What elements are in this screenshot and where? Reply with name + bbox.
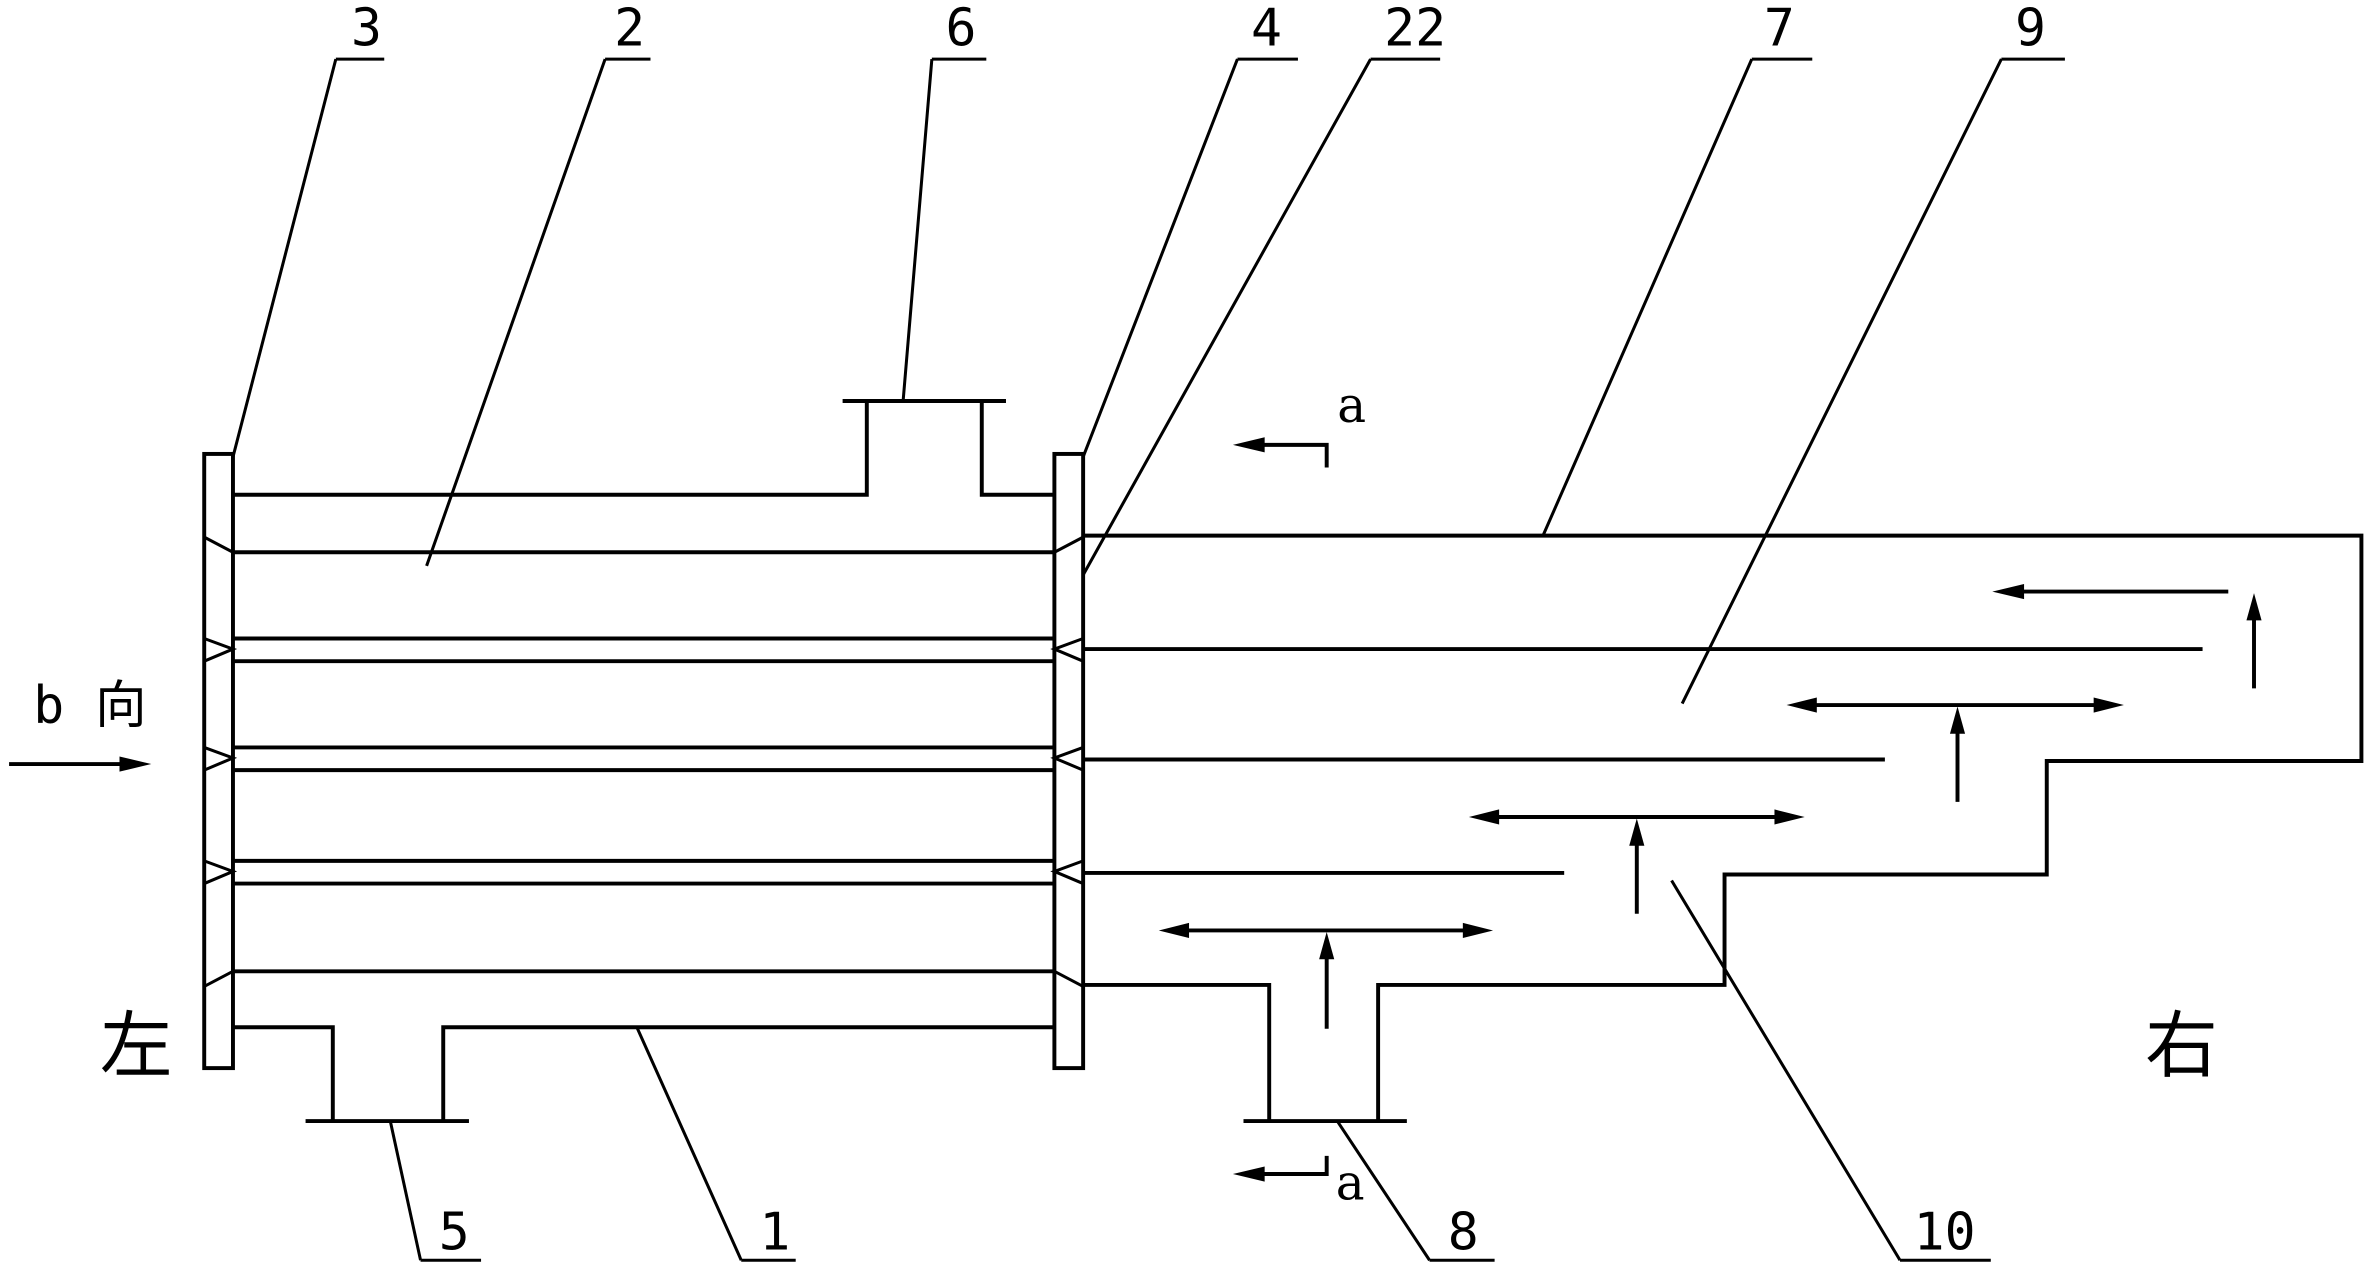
section-label-bottom: a — [1336, 1156, 1365, 1212]
part-numbers: 3 2 6 4 22 7 9 5 1 8 10 — [351, 0, 2046, 1263]
tube-bundle — [232, 550, 1055, 974]
left-tube-sheet — [202, 451, 235, 1071]
shell-bottom-wall — [232, 1025, 1055, 1124]
part-label-3: 3 — [351, 0, 382, 58]
part-label-4: 4 — [1251, 0, 1282, 58]
right-side-label: 右 — [2145, 1005, 2218, 1089]
header-chamber-outline — [1083, 533, 2364, 1124]
shell-top-wall — [232, 399, 1055, 497]
view-label-b: b 向 — [33, 676, 146, 736]
section-label-top: a — [1337, 378, 1366, 434]
part-label-2: 2 — [614, 0, 645, 58]
part-label-5: 5 — [439, 1203, 470, 1263]
flow-arrows — [1158, 584, 2262, 1029]
leader-lines — [231, 57, 2065, 1262]
section-mark-bottom: a — [1232, 1156, 1365, 1212]
part-label-6: 6 — [945, 0, 976, 58]
section-mark-top: a — [1232, 378, 1366, 468]
part-label-10: 10 — [1914, 1203, 1976, 1263]
left-side-label: 左 — [100, 1005, 173, 1089]
part-label-1: 1 — [759, 1203, 790, 1263]
part-label-8: 8 — [1448, 1203, 1479, 1263]
part-label-9: 9 — [2015, 0, 2046, 58]
tube-end-bevels — [203, 535, 1084, 988]
part-label-22: 22 — [1384, 0, 1446, 58]
view-arrow-b: b 向 — [9, 676, 152, 772]
part-label-7: 7 — [1764, 0, 1795, 58]
